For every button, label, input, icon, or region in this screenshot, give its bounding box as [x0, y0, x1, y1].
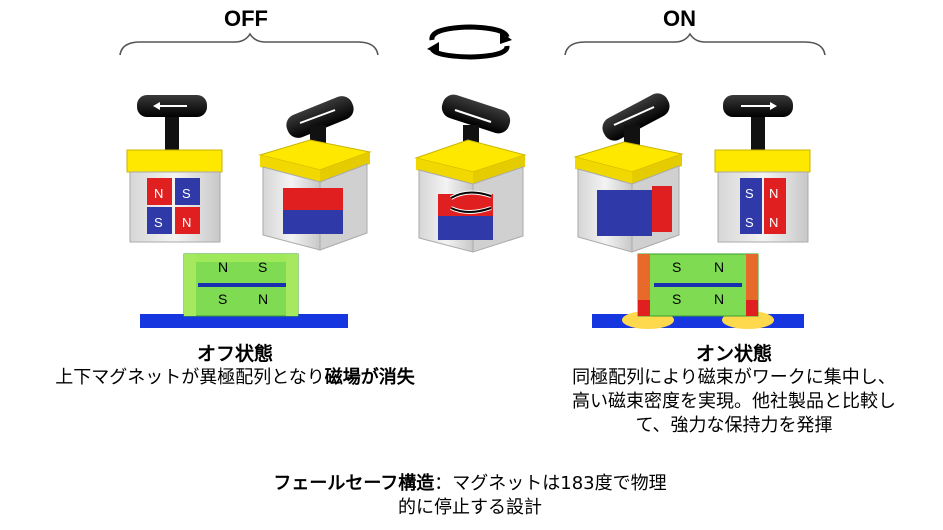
pole-label: S	[745, 186, 754, 201]
pole-label: N	[769, 215, 778, 230]
pole-label: N	[714, 259, 724, 275]
on-caption-line3: て、強力な保持力を発揮	[635, 415, 833, 436]
footer-note: フェールセーフ構造：マグネットは183度で物理 的に停止する設計	[170, 472, 770, 520]
pole-label: S	[672, 291, 681, 307]
magnet-on-front: S N S N	[714, 95, 811, 243]
magnet-off-iso	[258, 96, 372, 251]
on-caption-line1: 同極配列により磁束がワークに集中し、	[572, 367, 896, 388]
pole-label: N	[714, 291, 724, 307]
off-caption-plain: 上下マグネットが異極配列となり	[55, 367, 325, 388]
pole-label: N	[258, 291, 268, 307]
footer-rest: ：マグネットは183度で物理	[434, 473, 667, 494]
pole-label: N	[218, 259, 228, 275]
on-caption: オン状態 同極配列により磁束がワークに集中し、 高い磁束密度を実現。他社製品と比…	[525, 342, 943, 438]
pole-label: S	[154, 215, 163, 230]
off-caption-title: オフ状態	[196, 343, 273, 365]
small-rotate-icon	[449, 190, 492, 214]
off-brace	[119, 32, 379, 56]
footer-bold: フェールセーフ構造	[273, 473, 435, 494]
pole-label: S	[182, 186, 191, 201]
braces-layer	[119, 24, 826, 60]
pole-label: N	[182, 215, 191, 230]
pole-label: S	[672, 259, 681, 275]
pole-label: S	[258, 259, 267, 275]
on-brace	[564, 32, 826, 56]
rotate-arrows-icon	[427, 24, 512, 60]
pole-label: S	[745, 215, 754, 230]
on-caption-title: オン状態	[695, 343, 772, 365]
off-label: OFF	[224, 6, 268, 31]
magnet-on-iso	[573, 93, 684, 253]
pole-label: S	[218, 291, 227, 307]
on-caption-line2: 高い磁束密度を実現。他社製品と比較し	[572, 391, 896, 412]
pole-label: N	[154, 186, 163, 201]
field-sim-off: N S S N	[140, 253, 348, 328]
off-caption-bold: 磁場が消失	[324, 367, 415, 388]
footer-line2: 的に停止する設計	[398, 497, 542, 518]
off-caption-text: 上下マグネットが異極配列となり磁場が消失	[0, 366, 470, 390]
off-caption: オフ状態 上下マグネットが異極配列となり磁場が消失	[0, 342, 470, 390]
field-sim-on: S N S N	[592, 253, 804, 329]
magnet-illustrations: N S S N	[126, 93, 811, 329]
magnet-off-front: N S S N	[126, 95, 223, 243]
on-label: ON	[663, 6, 696, 31]
footer-line1: フェールセーフ構造：マグネットは183度で物理	[170, 472, 770, 496]
pole-label: N	[769, 186, 778, 201]
magnet-transition	[414, 94, 527, 253]
